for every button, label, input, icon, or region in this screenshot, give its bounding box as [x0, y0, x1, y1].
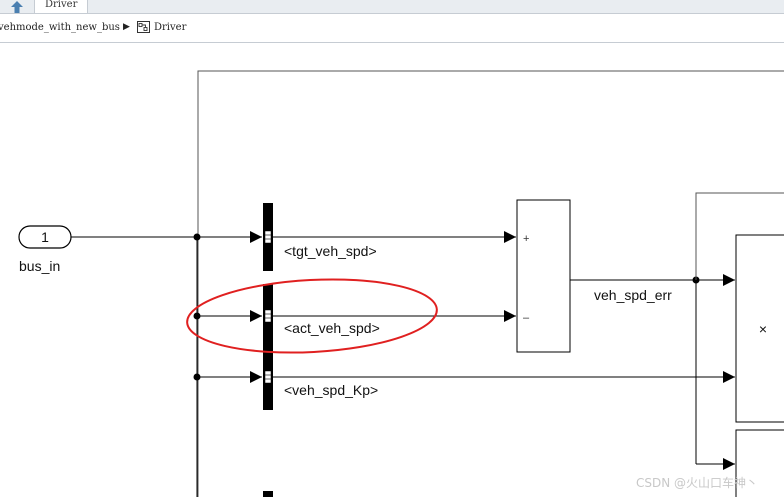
- bus-selector-partial[interactable]: [263, 491, 273, 497]
- breadcrumb-current-link[interactable]: Driver: [154, 22, 187, 33]
- signal-label-act-veh-spd: <act_veh_spd>: [284, 320, 380, 336]
- signal-label-veh-spd-kp: <veh_spd_Kp>: [284, 382, 378, 398]
- breadcrumb: vehmode_with_new_bus ▶ Driver: [0, 14, 784, 43]
- subsystem-icon: [137, 21, 150, 33]
- annotation-ellipse: [186, 278, 438, 354]
- inport-label: bus_in: [19, 258, 60, 274]
- partial-block[interactable]: [735, 429, 784, 497]
- sum-minus-sign: –: [523, 312, 530, 324]
- bus-selector-veh-spd-kp[interactable]: [263, 345, 273, 410]
- product-block[interactable]: [735, 234, 784, 423]
- branch-point: [193, 233, 201, 241]
- up-arrow-icon: [11, 0, 23, 13]
- bus-selector-act-veh-spd[interactable]: [263, 284, 273, 350]
- inport-number: 1: [41, 229, 49, 245]
- branch-point: [193, 312, 201, 320]
- sum-block[interactable]: [516, 199, 571, 353]
- sum-plus-sign: +: [523, 233, 529, 245]
- subsystem-boundary: [197, 70, 784, 497]
- branch-point: [193, 373, 201, 381]
- product-symbol: ×: [759, 321, 767, 337]
- watermark: CSDN @火山口车神丶: [636, 476, 759, 490]
- bus-selector-tgt-veh-spd[interactable]: [263, 203, 273, 271]
- signal-label-veh-spd-err: veh_spd_err: [594, 287, 672, 303]
- breadcrumb-separator-icon: ▶: [123, 22, 130, 32]
- tab-driver[interactable]: Driver: [34, 0, 89, 13]
- breadcrumb-model-link[interactable]: vehmode_with_new_bus: [0, 22, 120, 33]
- signal-label-tgt-veh-spd: <tgt_veh_spd>: [284, 243, 377, 259]
- tab-bar: Driver: [0, 0, 784, 14]
- diagram-canvas[interactable]: 1 bus_in <tgt_veh_spd> <act_veh_spd> <ve…: [0, 43, 784, 497]
- inner-subsystem-boundary: [695, 192, 784, 280]
- navigate-up-button[interactable]: [4, 0, 30, 13]
